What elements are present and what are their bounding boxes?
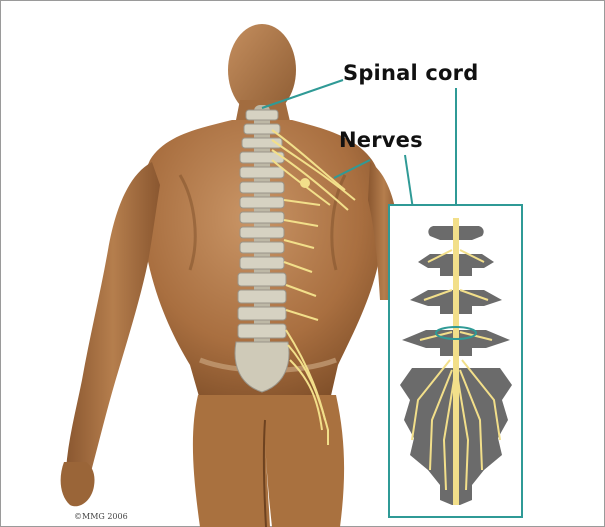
left-arm (66, 162, 160, 477)
inset-spine-detail (389, 205, 522, 517)
nerve-junction (300, 178, 310, 188)
buttocks (193, 395, 344, 527)
left-hand (61, 462, 95, 506)
copyright-notice: ©MMG 2006 (74, 512, 128, 521)
nerves-label: Nerves (339, 128, 423, 152)
spinal-cord-label: Spinal cord (343, 61, 478, 85)
human-back-figure (61, 24, 400, 527)
spine-column (235, 105, 289, 392)
